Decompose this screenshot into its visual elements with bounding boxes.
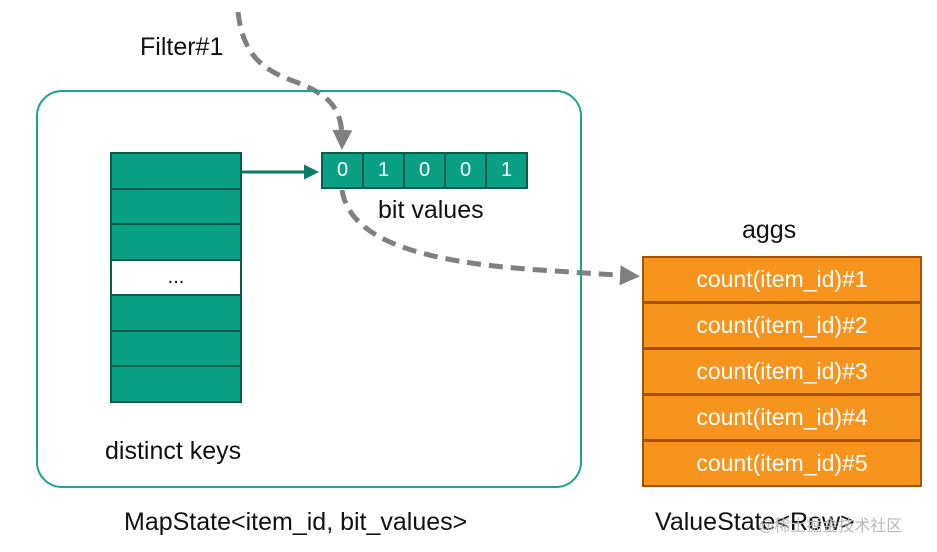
key-cell bbox=[110, 187, 242, 225]
valuestate-caption: ValueState<Row> bbox=[655, 508, 855, 536]
mapstate-caption: MapState<item_id, bit_values> bbox=[124, 508, 468, 536]
bit-values-label: bit values bbox=[378, 196, 484, 224]
filter-dashed-arrow bbox=[235, 11, 353, 150]
agg-cell: count(item_id)#1 bbox=[642, 256, 922, 303]
filter-label: Filter#1 bbox=[140, 33, 224, 61]
bit-cell: 1 bbox=[362, 152, 405, 189]
distinct-keys-column: ... bbox=[110, 152, 242, 403]
key-cell bbox=[110, 294, 242, 332]
agg-cell: count(item_id)#3 bbox=[642, 348, 922, 395]
mapstate-container bbox=[36, 90, 582, 488]
bit-cell: 0 bbox=[321, 152, 364, 189]
bit-cell: 0 bbox=[403, 152, 446, 189]
aggs-label: aggs bbox=[742, 216, 797, 244]
bit-values-array: 0 1 0 0 1 bbox=[321, 152, 528, 189]
key-cell bbox=[110, 152, 242, 190]
bit-cell: 1 bbox=[485, 152, 528, 189]
key-cell-ellipsis: ... bbox=[110, 258, 242, 296]
agg-cell: count(item_id)#4 bbox=[642, 394, 922, 441]
watermark: @稀土掘金技术社区 bbox=[758, 518, 903, 535]
key-cell bbox=[110, 365, 242, 403]
bit-cell: 0 bbox=[444, 152, 487, 189]
agg-cell: count(item_id)#5 bbox=[642, 440, 922, 487]
aggs-column: count(item_id)#1 count(item_id)#2 count(… bbox=[642, 256, 922, 487]
agg-cell: count(item_id)#2 bbox=[642, 302, 922, 349]
distinct-keys-label: distinct keys bbox=[105, 437, 242, 465]
key-cell bbox=[110, 329, 242, 367]
bit-to-aggs-dashed-arrow bbox=[339, 189, 640, 286]
key-cell bbox=[110, 223, 242, 261]
